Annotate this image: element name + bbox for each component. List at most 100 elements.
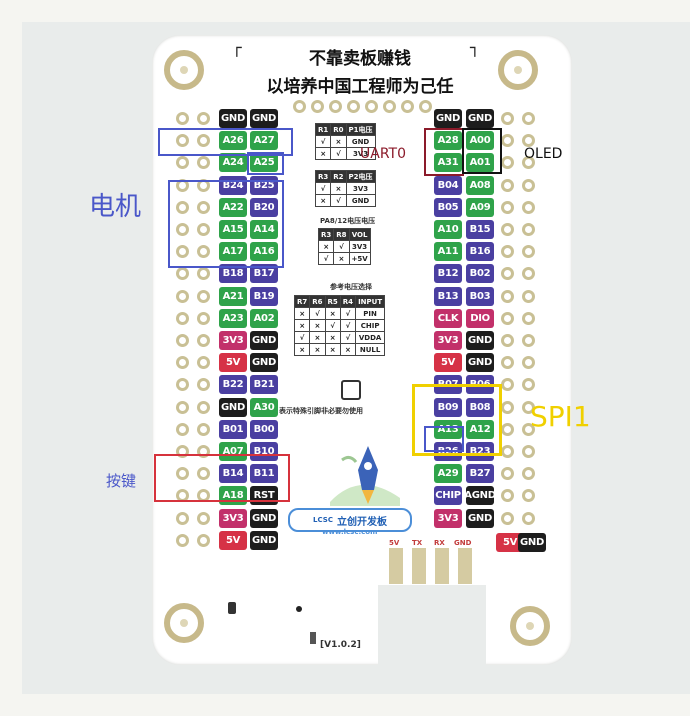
solder-pad-icon (522, 445, 535, 458)
pin-label-b15: B15 (466, 220, 494, 239)
pin-label-gnd: GND (434, 109, 462, 128)
pin-label-gnd: GND (466, 109, 494, 128)
pin-label-5v: 5V (434, 353, 462, 372)
pin-label-gnd: GND (250, 109, 278, 128)
pin-label-gnd: GND (466, 509, 494, 528)
pin-label-b05: B05 (434, 198, 462, 217)
logo-url: www.lcsc.com (322, 528, 377, 536)
solder-pad-icon (197, 534, 210, 547)
key-label: 按键 (106, 470, 136, 491)
pin-label-a21: A21 (219, 287, 247, 306)
pin-label-a24: A24 (219, 153, 247, 172)
solder-pad-icon (522, 179, 535, 192)
solder-pad-icon (501, 290, 514, 303)
pin-label-chip: CHIP (434, 486, 462, 505)
pin-label-b27: B27 (466, 464, 494, 483)
smd-component (310, 632, 316, 644)
header-label-5v: 5V (389, 539, 399, 547)
motor-highlight-box (168, 180, 284, 268)
solder-pad-icon (501, 201, 514, 214)
special-pin-note: 表示特殊引脚非必要勿使用 (279, 406, 363, 416)
solder-pad-icon (176, 290, 189, 303)
pin-label-a11: A11 (434, 242, 462, 261)
spi-label: SPI1 (530, 400, 591, 433)
board-title-line1: 不靠卖板赚钱 (210, 44, 510, 69)
pin-label-clk: CLK (434, 309, 462, 328)
solder-pad-icon (197, 312, 210, 325)
solder-pad-icon (419, 100, 432, 113)
pin-label-b16: B16 (466, 242, 494, 261)
solder-pad-icon (522, 290, 535, 303)
solder-pad-icon (176, 112, 189, 125)
solder-pad-icon (329, 100, 342, 113)
solder-pad-icon (501, 445, 514, 458)
mounting-hole-icon (164, 603, 204, 643)
pin-label-b13: B13 (434, 287, 462, 306)
pin-label-b12: B12 (434, 264, 462, 283)
pin-label-b22: B22 (219, 375, 247, 394)
board-title-line2: 以培养中国工程师为己任 (210, 72, 510, 97)
solder-pad-icon (501, 401, 514, 414)
pin-label-a08: A08 (466, 176, 494, 195)
edge-contact (412, 548, 426, 584)
pin-label-b00: B00 (250, 420, 278, 439)
solder-pad-icon (311, 100, 324, 113)
solder-pad-icon (522, 201, 535, 214)
pin-label-gnd: GND (466, 331, 494, 350)
pin-label-3v3: 3V3 (219, 331, 247, 350)
solder-pad-icon (197, 512, 210, 525)
mounting-hole-icon (164, 50, 204, 90)
solder-pad-icon (522, 312, 535, 325)
solder-pad-icon (522, 334, 535, 347)
solder-pad-icon (197, 112, 210, 125)
uart-highlight-box (424, 128, 464, 176)
p2-voltage-table: R3R2P2电压 √×3V3 ×√GND (315, 170, 376, 207)
motor-label: 电机 (89, 186, 141, 223)
pin-label-gnd: GND (518, 533, 546, 552)
oled-label: OLED (524, 146, 562, 162)
solder-pad-icon (293, 100, 306, 113)
solder-pad-icon (176, 334, 189, 347)
pin-label-3v3: 3V3 (219, 509, 247, 528)
pin-label-a30: A30 (250, 398, 278, 417)
solder-pad-icon (501, 312, 514, 325)
solder-pad-icon (501, 334, 514, 347)
solder-pad-icon (383, 100, 396, 113)
pin-label-b03: B03 (466, 287, 494, 306)
solder-pad-icon (176, 534, 189, 547)
solder-pad-icon (501, 112, 514, 125)
pin-label-a02: A02 (250, 309, 278, 328)
solder-pad-icon (501, 179, 514, 192)
pin-label-gnd: GND (250, 509, 278, 528)
solder-pad-icon (347, 100, 360, 113)
pin-label-5v: 5V (219, 353, 247, 372)
solder-pad-icon (365, 100, 378, 113)
pin-label-a29: A29 (434, 464, 462, 483)
header-label-gnd: GND (454, 539, 471, 547)
pin-label-dio: DIO (466, 309, 494, 328)
pin-label-b02: B02 (466, 264, 494, 283)
pin-label-5v: 5V (219, 531, 247, 550)
mounting-hole-icon (510, 606, 550, 646)
vol-caption: PA8/12电压电压 (320, 216, 375, 226)
edge-contact (458, 548, 472, 584)
solder-pad-icon (176, 512, 189, 525)
pin-label-gnd: GND (250, 531, 278, 550)
uart-label: UART0 (360, 146, 406, 162)
pin-label-gnd: GND (219, 398, 247, 417)
board-version: [V1.0.2] (320, 640, 361, 650)
key-highlight-box (154, 454, 290, 502)
smd-component (228, 602, 236, 614)
board-cutout (378, 585, 486, 675)
solder-pad-icon (197, 423, 210, 436)
pin-label-3v3: 3V3 (434, 331, 462, 350)
pin-label-gnd: GND (250, 353, 278, 372)
pin-label-a10: A10 (434, 220, 462, 239)
solder-pad-icon (197, 334, 210, 347)
ref-voltage-table: R7R6R5R4INPUT ×√×√PIN ××√√CHIP √××√VDDA … (294, 295, 385, 356)
pin-label-gnd: GND (250, 331, 278, 350)
solder-pad-icon (176, 423, 189, 436)
solder-pad-icon (176, 312, 189, 325)
pin-label-a23: A23 (219, 309, 247, 328)
